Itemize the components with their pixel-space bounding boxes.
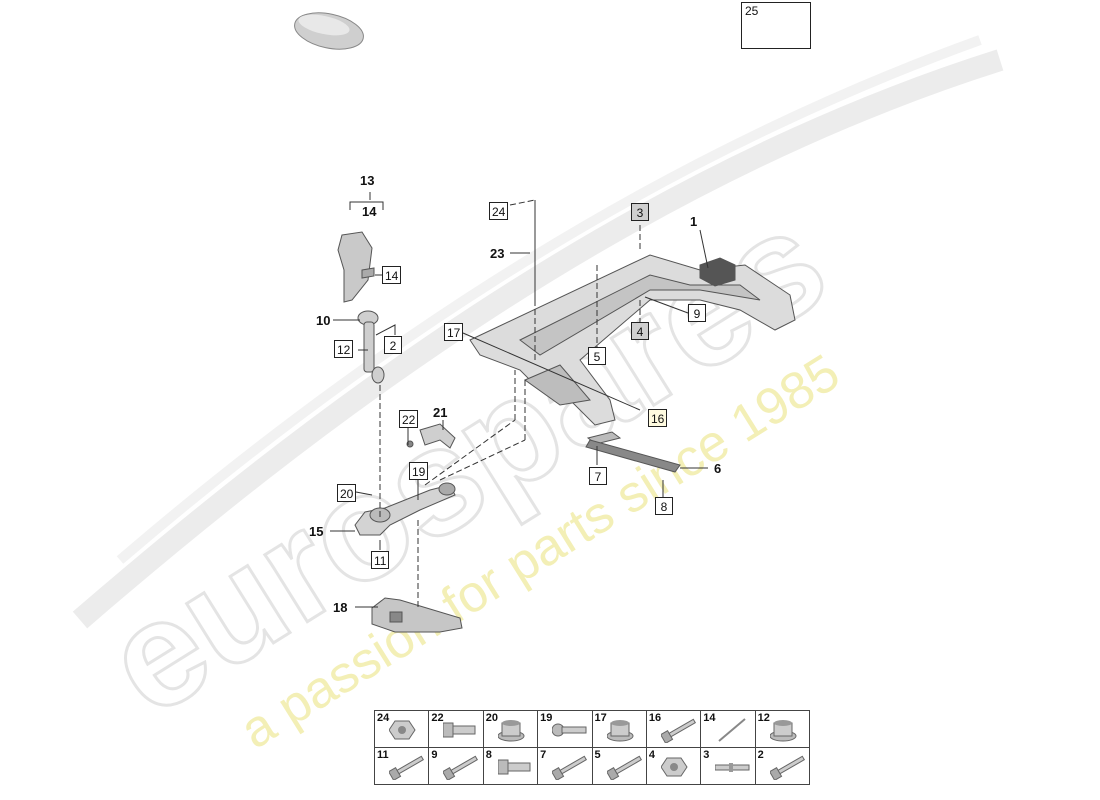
flange-bolt-icon <box>497 759 531 775</box>
callout-7: 7 <box>589 467 607 485</box>
callout-10: 10 <box>316 313 331 328</box>
sensor-bracket-icon <box>406 423 456 449</box>
callout-20: 20 <box>337 484 357 502</box>
hardware-cell: 24 <box>373 710 430 748</box>
callout-2: 2 <box>384 336 402 354</box>
hardware-number: 20 <box>485 712 498 724</box>
long-bolt-icon <box>660 718 696 743</box>
callout-8: 8 <box>655 497 673 515</box>
long-bolt-icon <box>443 755 479 780</box>
callout-14-bold: 14 <box>362 204 377 219</box>
callout-14-box: 14 <box>382 266 402 284</box>
hardware-number: 22 <box>431 712 444 724</box>
pin-icon <box>718 718 746 742</box>
long-bolt-icon <box>769 755 805 780</box>
hardware-number: 9 <box>431 749 438 761</box>
hardware-number: 24 <box>377 712 390 724</box>
hardware-number: 7 <box>540 749 547 761</box>
flange-bolt-icon <box>443 722 476 738</box>
callout-17: 17 <box>444 323 464 341</box>
hardware-row: 24 22 20 19 17 16 14 12 <box>373 710 811 748</box>
long-bolt-icon <box>606 755 642 780</box>
hardware-number: 8 <box>485 749 492 761</box>
hardware-cell: 4 <box>645 747 702 785</box>
callout-1: 1 <box>690 214 698 229</box>
hardware-cell: 2 <box>754 747 811 785</box>
hardware-number: 4 <box>648 749 655 761</box>
callout-21: 21 <box>433 405 448 420</box>
flange-nut-icon <box>769 720 797 742</box>
hardware-cell: 8 <box>482 747 539 785</box>
mount-bracket-icon <box>371 597 463 633</box>
hardware-number: 19 <box>540 712 553 724</box>
callout-11: 11 <box>371 551 390 569</box>
callout-12: 12 <box>334 340 354 358</box>
torx-bolt-icon <box>552 723 587 737</box>
callout-3: 3 <box>631 203 649 221</box>
callout-6: 6 <box>714 461 722 476</box>
callout-23: 23 <box>490 246 505 261</box>
reinforcement-plate-icon <box>585 431 681 473</box>
hardware-number: 5 <box>594 749 601 761</box>
callout-13: 13 <box>360 173 375 188</box>
grease-pad-icon <box>294 12 364 50</box>
long-bolt-icon <box>552 755 588 780</box>
callout-24: 24 <box>489 202 509 220</box>
callout-5: 5 <box>588 347 606 365</box>
control-arm-icon <box>354 482 456 536</box>
hardware-cell: 14 <box>700 710 756 748</box>
hardware-number: 17 <box>594 712 607 724</box>
hardware-cell: 20 <box>482 710 539 748</box>
hardware-number: 12 <box>757 712 770 724</box>
hardware-cell: 17 <box>591 710 647 748</box>
flange-nut-icon <box>606 720 633 742</box>
hardware-number: 11 <box>377 749 389 761</box>
hardware-cell: 22 <box>428 710 484 748</box>
hardware-row: 11 9 8 7 5 4 3 2 <box>373 747 811 785</box>
flange-nut-icon <box>497 720 525 742</box>
callout-22: 22 <box>399 410 419 428</box>
callout-16: 16 <box>648 409 668 427</box>
hardware-cell: 3 <box>700 747 756 785</box>
hardware-cell: 9 <box>428 747 484 785</box>
hardware-number: 2 <box>757 749 764 761</box>
callout-4: 4 <box>631 322 649 340</box>
hardware-number: 3 <box>703 749 710 761</box>
callout-9: 9 <box>688 304 706 322</box>
hardware-cell: 11 <box>373 747 430 785</box>
callout-15: 15 <box>309 524 324 539</box>
stud-icon <box>715 763 750 772</box>
callout-19: 19 <box>409 462 429 480</box>
hardware-cell: 16 <box>645 710 702 748</box>
long-bolt-icon <box>389 755 425 780</box>
callout-25: 25 <box>745 4 759 18</box>
hardware-cell: 19 <box>537 710 593 748</box>
hardware-number: 14 <box>703 712 716 724</box>
link-icon <box>357 310 385 384</box>
hardware-cell: 5 <box>591 747 647 785</box>
bracket-icon <box>337 231 375 303</box>
callout-18: 18 <box>333 600 348 615</box>
hardware-cell: 7 <box>537 747 593 785</box>
hex-nut-icon <box>660 757 688 777</box>
part-25-box: 25 <box>741 2 811 49</box>
hardware-number: 16 <box>648 712 662 724</box>
hardware-cell: 12 <box>754 710 811 748</box>
hardware-table: 24 22 20 19 17 16 14 12 11 9 8 7 5 4 3 2 <box>373 710 811 785</box>
hex-nut-icon <box>389 720 416 740</box>
subframe-icon <box>469 254 796 426</box>
